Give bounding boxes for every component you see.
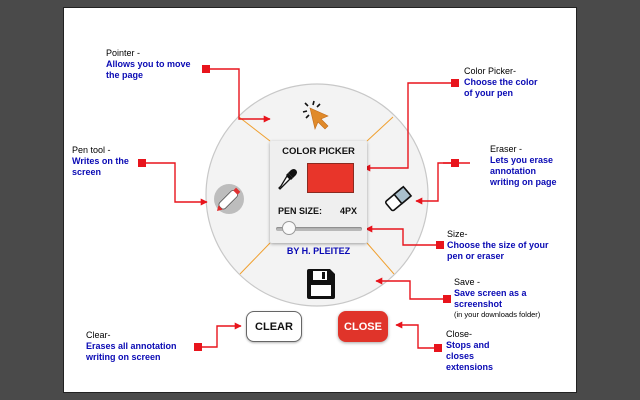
- callout-desc: Erases all annotation: [86, 341, 177, 351]
- callout-title: Color Picker-: [464, 66, 517, 76]
- close-button[interactable]: CLOSE: [338, 311, 388, 342]
- callout-line-pen: [142, 162, 208, 206]
- callout-desc: of your pen: [464, 88, 513, 98]
- callout-size: Size- Choose the size of your pen or era…: [447, 229, 549, 262]
- callout-title: Save -: [454, 277, 481, 287]
- callout-desc: annotation: [490, 166, 536, 176]
- callout-desc: screen: [72, 167, 102, 177]
- callout-line-size: [365, 225, 440, 246]
- callout-line-color-picker: [363, 82, 455, 172]
- callout-desc: Writes on the: [72, 156, 129, 166]
- callout-desc: pen or eraser: [447, 251, 505, 261]
- callout-color-picker: Color Picker- Choose the color of your p…: [464, 66, 538, 99]
- callout-clear: Clear- Erases all annotation writing on …: [86, 330, 177, 363]
- floppy-disk-icon[interactable]: [307, 269, 335, 299]
- callout-note: (in your downloads folder): [454, 310, 541, 319]
- callout-desc: Choose the size of your: [447, 240, 549, 250]
- eyedropper-icon[interactable]: [278, 168, 298, 192]
- pen-size-slider[interactable]: [276, 221, 362, 235]
- callout-desc: writing on page: [490, 177, 557, 187]
- ring-divider: [366, 242, 395, 275]
- callout-anchor-clear: [194, 343, 202, 351]
- pen-size-label: PEN SIZE:: [278, 206, 323, 216]
- callout-desc: Choose the color: [464, 77, 538, 87]
- callout-title: Clear-: [86, 330, 111, 340]
- callout-anchor-eraser: [451, 159, 459, 167]
- callout-title: Eraser -: [490, 144, 523, 154]
- callout-anchor-pen: [138, 159, 146, 167]
- callout-title: Pen tool -: [72, 145, 111, 155]
- ring-divider: [239, 242, 271, 275]
- callout-desc: extensions: [446, 362, 494, 372]
- callout-title: Pointer -: [106, 48, 141, 58]
- ring-divider: [238, 116, 271, 142]
- callout-desc: closes: [446, 351, 475, 361]
- callout-line-eraser-b: [415, 162, 455, 205]
- clear-button[interactable]: CLEAR: [246, 311, 302, 342]
- callout-anchor-color-picker: [451, 79, 459, 87]
- panel-title: COLOR PICKER: [282, 146, 355, 157]
- pen-icon[interactable]: [214, 184, 244, 214]
- callout-title: Size-: [447, 229, 468, 239]
- callout-line-pointer: [206, 68, 271, 123]
- callout-title: Close-: [446, 329, 473, 339]
- callout-save: Save - Save screen as a screenshot (in y…: [454, 277, 540, 320]
- callout-eraser: Eraser - Lets you erase annotation writi…: [490, 144, 557, 188]
- callout-pointer: Pointer - Allows you to move the page: [106, 48, 191, 81]
- author-credit: BY H. PLEITEZ: [286, 246, 351, 256]
- slider-thumb[interactable]: [281, 221, 296, 235]
- callout-pen: Pen tool - Writes on the screen: [72, 145, 129, 178]
- callout-desc: writing on screen: [86, 352, 161, 362]
- color-swatch[interactable]: [307, 163, 354, 193]
- callout-desc: Allows you to move: [106, 59, 191, 69]
- callout-desc: screenshot: [454, 299, 503, 309]
- pen-size-value: 4PX: [339, 206, 357, 216]
- eraser-icon[interactable]: [384, 185, 413, 212]
- pointer-click-icon[interactable]: [302, 100, 329, 130]
- slider-track[interactable]: [276, 227, 362, 231]
- callout-line-clear: [198, 322, 242, 348]
- callout-anchor-pointer: [202, 65, 210, 73]
- color-picker-panel: COLOR PICKER PEN SIZE: 4PX: [270, 141, 367, 243]
- callout-anchor-size: [436, 241, 444, 249]
- ring-divider: [366, 116, 394, 142]
- callout-anchors: [138, 65, 459, 352]
- callout-desc: Lets you erase: [490, 155, 554, 165]
- callout-desc: Save screen as a: [454, 288, 527, 298]
- callout-anchor-close: [434, 344, 442, 352]
- callout-desc: the page: [106, 70, 144, 80]
- callout-line-save: [375, 277, 447, 300]
- callout-line-close: [395, 321, 438, 349]
- callout-lines: [142, 68, 470, 349]
- callout-desc: Stops and: [446, 340, 490, 350]
- callout-close: Close- Stops and closes extensions: [446, 329, 493, 373]
- callout-anchor-save: [443, 295, 451, 303]
